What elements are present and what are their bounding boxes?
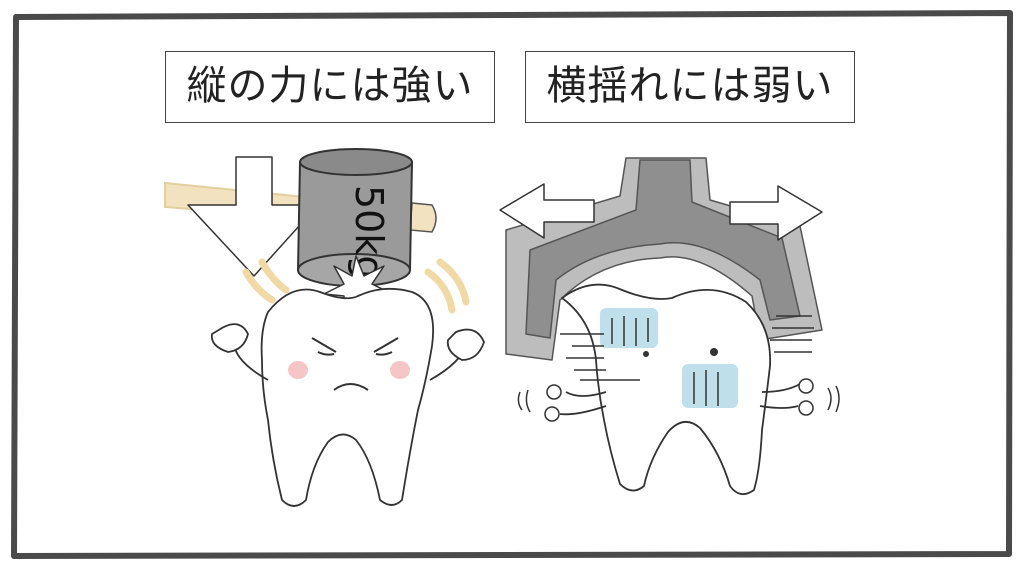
hammer-handle-end	[409, 202, 437, 233]
label-strong-vertical: 縦の力には強い	[165, 51, 495, 123]
strong-tooth	[210, 287, 485, 507]
shake-lines-left	[517, 333, 640, 413]
right-fist	[446, 328, 485, 361]
impact-glow-right	[424, 258, 470, 314]
shake-lines-right	[770, 315, 840, 413]
down-arrow-icon	[187, 156, 319, 277]
impact-glow-left	[242, 258, 290, 304]
hand-icon	[546, 384, 562, 400]
left-arrow-icon	[499, 183, 595, 239]
right-arrow-icon	[729, 185, 823, 241]
fear-mark-lower	[682, 364, 738, 408]
weight-block: 50kg	[296, 148, 414, 287]
helmet-inner	[525, 159, 801, 339]
fear-mark-upper	[600, 308, 658, 348]
label-weak-lateral: 横揺れには弱い	[525, 51, 855, 123]
weak-lateral-scene	[499, 157, 840, 496]
strong-vertical-scene: 50kg	[164, 148, 485, 507]
left-fist	[210, 323, 249, 353]
weak-tooth	[517, 283, 840, 496]
comic-frame	[11, 10, 1013, 559]
